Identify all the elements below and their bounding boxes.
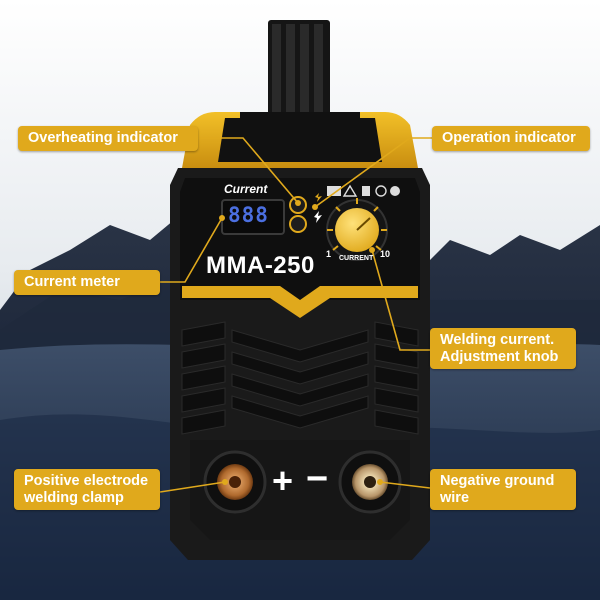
knob-caption: CURRENT [339, 255, 374, 262]
current-knob [326, 198, 388, 261]
operation-light [289, 215, 307, 233]
callout-negative-line1: Negative ground [440, 473, 555, 489]
callout-operation-indicator: Operation indicator [432, 126, 590, 151]
callout-negative-line2: wire [440, 489, 470, 506]
welder-machine [170, 20, 430, 560]
callout-knob-line2: Adjustment knob [440, 348, 559, 365]
callout-negative-wire: Negative ground wire [430, 469, 576, 511]
knob-max-label: 10 [380, 249, 391, 259]
callout-positive-line1: Positive electrode [24, 473, 149, 489]
callout-overheating-indicator: Overheating indicator [18, 126, 198, 151]
callout-overheating-text: Overheating indicator [28, 130, 178, 146]
knob-min-label: 1 [326, 249, 332, 259]
callout-knob-line1: Welding current. [440, 332, 555, 348]
callout-current-meter: Current meter [14, 270, 160, 295]
model-label: MMA-250 [206, 252, 315, 279]
front-vents [181, 321, 419, 435]
display-label: Current [224, 182, 268, 196]
positive-symbol: + [272, 460, 294, 501]
callout-positive-clamp: Positive electrode welding clamp [14, 469, 160, 511]
negative-symbol: − [306, 458, 329, 500]
display-readout: 888 [228, 203, 269, 227]
callout-operation-text: Operation indicator [442, 130, 576, 146]
callout-current-meter-text: Current meter [24, 274, 120, 290]
callout-adjustment-knob: Welding current. Adjustment knob [430, 328, 576, 370]
callout-positive-line2: welding clamp [24, 489, 124, 506]
